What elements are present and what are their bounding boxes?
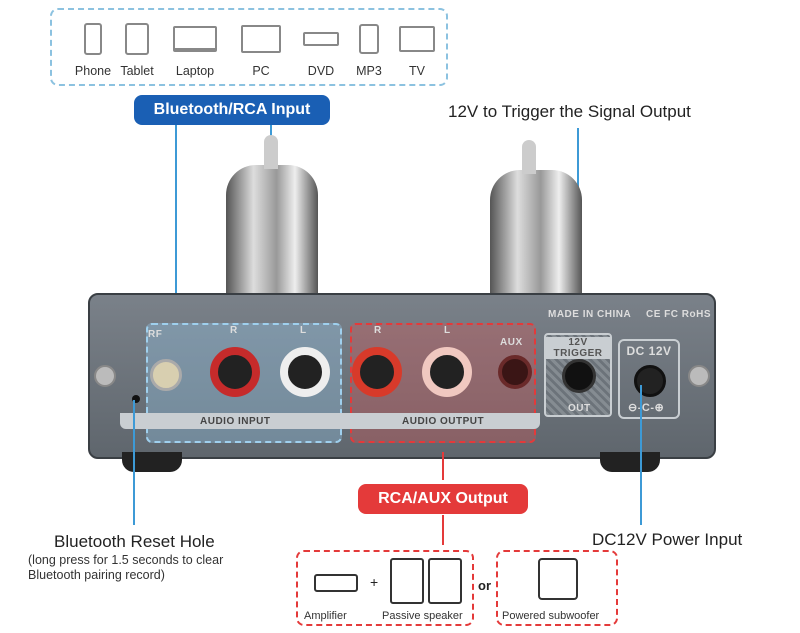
device-laptop: Laptop	[170, 22, 220, 78]
audio-input-label: AUDIO INPUT	[200, 416, 271, 427]
amplifier-rear-panel: MADE IN CHINA CE FC RoHS AUDIO INPUT AUD…	[88, 293, 716, 459]
device-mp3: MP3	[344, 22, 394, 78]
certifications: CE FC RoHS	[646, 309, 711, 320]
phone-icon	[84, 23, 102, 55]
trigger-out-jack[interactable]	[562, 359, 596, 393]
trigger-out-label: OUT	[568, 403, 591, 414]
made-in-china: MADE IN CHINA	[548, 309, 632, 320]
passive-speaker-icon	[390, 558, 424, 604]
device-phone: Phone	[68, 22, 118, 78]
device-tv: TV	[392, 22, 442, 78]
tv-icon	[399, 26, 435, 52]
bt-rca-input-label: Bluetooth/RCA Input	[134, 95, 330, 125]
bluetooth-reset-hole[interactable]	[132, 395, 140, 403]
rca-input-right[interactable]	[210, 347, 260, 397]
reset-hole-note: (long press for 1.5 seconds to clear Blu…	[28, 553, 224, 582]
amplifier-label: Amplifier	[304, 610, 347, 622]
audio-output-label: AUDIO OUTPUT	[402, 416, 485, 427]
output-r-label: R	[374, 325, 382, 336]
mp3-icon	[359, 24, 379, 54]
trigger-block: 12V TRIGGER OUT	[544, 333, 612, 417]
dc-power-jack[interactable]	[634, 365, 666, 397]
reset-hole-label: Bluetooth Reset Hole	[54, 532, 215, 551]
dc-block: DC 12V ⊖-C-⊕	[618, 339, 680, 419]
or-label: or	[478, 578, 491, 593]
tube-tip-right	[522, 140, 536, 174]
trigger-panel-label: 12V TRIGGER	[546, 337, 610, 359]
rca-input-left[interactable]	[280, 347, 330, 397]
passive-speaker-icon-2	[428, 558, 462, 604]
screw-right	[688, 365, 710, 387]
device-tablet: Tablet	[112, 22, 162, 78]
aux-label: AUX	[500, 337, 523, 348]
device-dvd: DVD	[296, 22, 346, 78]
vacuum-tube-left	[226, 165, 318, 300]
rf-antenna-jack[interactable]	[150, 359, 182, 391]
foot-left	[122, 452, 182, 472]
output-pointer-line	[442, 452, 444, 480]
subwoofer-label: Powered subwoofer	[502, 610, 600, 622]
plus-sign: +	[370, 574, 379, 590]
output-l-label: L	[444, 325, 451, 336]
polarity-symbol: ⊖-C-⊕	[628, 402, 665, 414]
source-devices-box: Phone Tablet Laptop PC DVD MP3 TV	[50, 8, 448, 86]
rca-output-right[interactable]	[352, 347, 402, 397]
dc-panel-label: DC 12V	[626, 344, 672, 358]
passive-speaker-label: Passive speaker	[382, 610, 463, 622]
output-pointer-line-2	[442, 515, 444, 545]
passive-output-box: + Amplifier Passive speaker	[296, 550, 474, 626]
tube-tip-left	[264, 135, 278, 169]
pc-icon	[241, 25, 281, 53]
rca-output-left[interactable]	[422, 347, 472, 397]
device-pc: PC	[236, 22, 286, 78]
input-l-label: L	[300, 325, 307, 336]
power-pointer-line	[640, 385, 642, 525]
rf-label: RF	[148, 329, 163, 340]
label-strip	[120, 413, 540, 429]
trigger-label: 12V to Trigger the Signal Output	[448, 102, 691, 121]
laptop-icon	[173, 26, 217, 52]
aux-output-jack[interactable]	[498, 355, 532, 389]
subwoofer-icon	[538, 558, 578, 600]
reset-pointer-line	[133, 400, 135, 525]
foot-right	[600, 452, 660, 472]
amplifier-icon	[314, 574, 358, 592]
rca-aux-output-label: RCA/AUX Output	[358, 484, 528, 514]
screw-left	[94, 365, 116, 387]
vacuum-tube-right	[490, 170, 582, 300]
input-r-label: R	[230, 325, 238, 336]
rf-pointer-line	[175, 125, 177, 365]
subwoofer-output-box: Powered subwoofer	[496, 550, 618, 626]
dvd-icon	[303, 32, 339, 46]
power-input-label: DC12V Power Input	[592, 530, 743, 549]
tablet-icon	[125, 23, 149, 55]
